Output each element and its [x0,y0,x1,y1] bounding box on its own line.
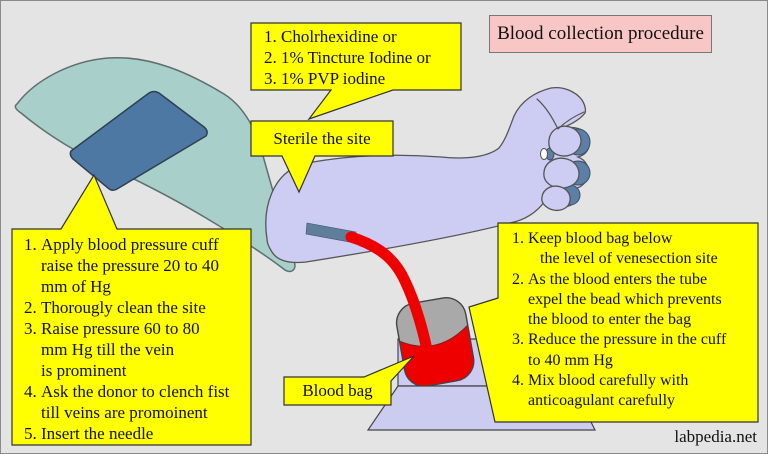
antiseptic-callout: Cholrhexidine or1% Tincture Iodine or1% … [257,26,459,89]
list-item: Insert the needle [41,423,247,444]
cuff-procedure-list: Apply blood pressure cuff raise the pres… [17,234,247,444]
fist-gap-highlight [540,148,548,160]
list-item: Apply blood pressure cuff raise the pres… [41,234,247,297]
bag-procedure-callout-bubble [468,222,759,423]
blood-in-bag [399,325,477,390]
curled-finger [548,125,582,157]
watermark: labpedia.net [674,427,757,446]
list-item: Thorougly clean the site [41,297,247,318]
cuff-procedure-callout-bubble [11,173,252,446]
list-item: Ask the donor to clench fist till veins … [41,381,247,423]
blood-level-line [399,324,469,347]
cuff-procedure-callout: Apply blood pressure cuff raise the pres… [17,234,247,444]
list-item: 1% Tincture Iodine or [281,47,459,68]
blood-bag-outline [395,297,475,387]
blood-pressure-cuff [69,90,208,192]
sterile-callout-bubble [250,120,394,194]
curled-finger [541,185,571,211]
list-item: 1% PVP iodine [281,68,459,89]
blood-bag-callout: Blood bag [284,377,391,405]
title-box: Blood collection procedure [489,15,712,53]
blood-tube [345,231,434,361]
list-item: Keep blood bag below the level of venese… [528,229,758,270]
bag-procedure-list: Keep blood bag below the level of venese… [504,229,758,412]
antiseptic-list: Cholrhexidine or1% Tincture Iodine or1% … [257,26,459,89]
thumb-crease [536,98,585,130]
list-item: Raise pressure 60 to 80 mm Hg till the v… [41,318,247,381]
sterile-site-callout: Sterile the site [251,121,393,156]
bag-procedure-callout: Keep blood bag below the level of venese… [504,229,758,412]
blood-bag-callout-bubble [283,355,415,406]
list-item: Reduce the pressure in the cuff to 40 mm… [528,330,758,371]
list-item: Mix blood carefully with anticoagulant c… [528,371,758,412]
blood-bag-label: Blood bag [302,381,373,400]
sterile-site-label: Sterile the site [273,129,371,148]
list-item: Cholrhexidine or [281,26,459,47]
list-item: As the blood enters the tube expel the b… [528,270,758,331]
curled-finger [543,157,580,189]
antiseptic-callout-bubble [250,22,462,121]
page-title: Blood collection procedure [497,23,704,44]
